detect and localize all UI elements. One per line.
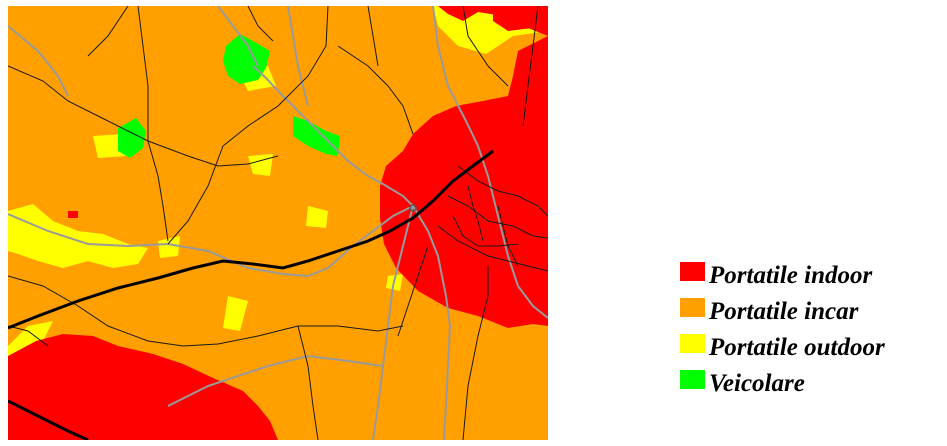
railway-lines <box>8 149 494 440</box>
coverage-map[interactable] <box>8 6 548 440</box>
local-roads <box>8 6 548 440</box>
legend-label-portatile-outdoor: Portatile outdoor <box>709 334 885 361</box>
legend-swatch-portatile-outdoor <box>680 334 705 353</box>
legend-swatch-veicolare <box>680 370 705 389</box>
legend-label-veicolare: Veicolare <box>709 370 805 397</box>
secondary-roads <box>8 6 548 440</box>
legend-label-portatile-indoor: Portatile indoor <box>709 262 873 289</box>
legend-label-portatile-incar: Portatile incar <box>709 298 859 325</box>
legend-swatch-portatile-indoor <box>680 262 705 281</box>
town-node <box>409 204 417 212</box>
legend-swatch-portatile-incar <box>680 298 705 317</box>
